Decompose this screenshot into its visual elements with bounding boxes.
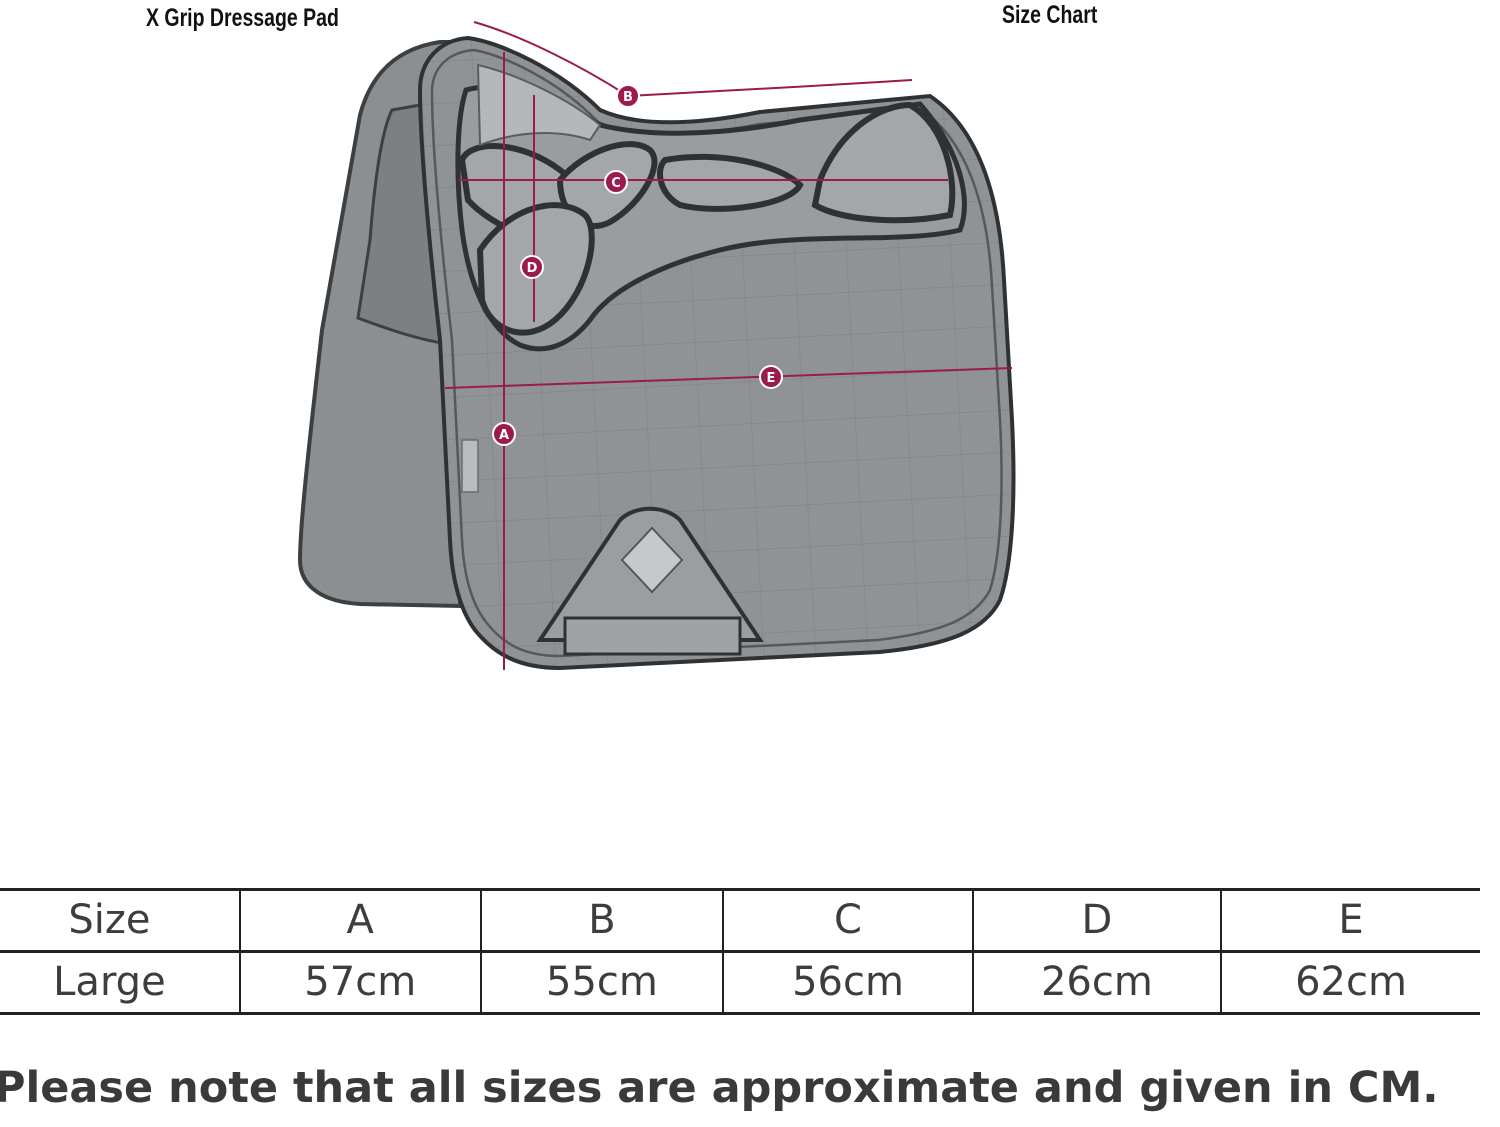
header-e: E <box>1220 888 1480 953</box>
vent-panel <box>476 63 602 147</box>
logo-diamond-icon <box>620 526 684 594</box>
cell-c: 56cm <box>722 950 974 1015</box>
marker-b <box>616 84 640 108</box>
cell-a: 57cm <box>238 950 482 1015</box>
cell-b: 55cm <box>479 950 725 1015</box>
cell-e: 62cm <box>1220 950 1480 1015</box>
table-row: Large 57cm 55cm 56cm 26cm 62cm <box>0 950 1480 1015</box>
table-header-row: Size A B C D E <box>0 888 1480 953</box>
marker-c <box>604 170 628 194</box>
marker-label-d: D <box>527 261 538 276</box>
header-size: Size <box>0 888 241 953</box>
marker-d <box>520 255 544 279</box>
dressage-pad-illustration: B C D E A <box>297 21 1016 671</box>
marker-e <box>759 365 783 389</box>
marker-a <box>492 422 516 446</box>
sizing-note: Please note that all sizes are approxima… <box>0 1063 1439 1113</box>
girth-strap-tab <box>563 616 742 656</box>
x-grip-pattern <box>458 101 956 336</box>
side-label <box>461 439 479 493</box>
size-chart-title: Size Chart <box>1002 1 1098 29</box>
measurement-markers <box>492 84 783 446</box>
marker-label-c: C <box>611 176 621 191</box>
cell-size: Large <box>0 950 241 1015</box>
product-title: X Grip Dressage Pad <box>146 4 339 32</box>
marker-label-e: E <box>767 371 776 386</box>
header-a: A <box>238 888 482 953</box>
cell-d: 26cm <box>971 950 1223 1015</box>
header-b: B <box>479 888 725 953</box>
size-table: Size A B C D E Large 57cm 55cm 56cm 26cm… <box>0 888 1480 1015</box>
header-c: C <box>722 888 974 953</box>
marker-label-a: A <box>499 428 509 443</box>
header-d: D <box>971 888 1223 953</box>
marker-label-b: B <box>623 90 633 105</box>
measurement-marker-labels: B C D E A <box>499 90 775 443</box>
